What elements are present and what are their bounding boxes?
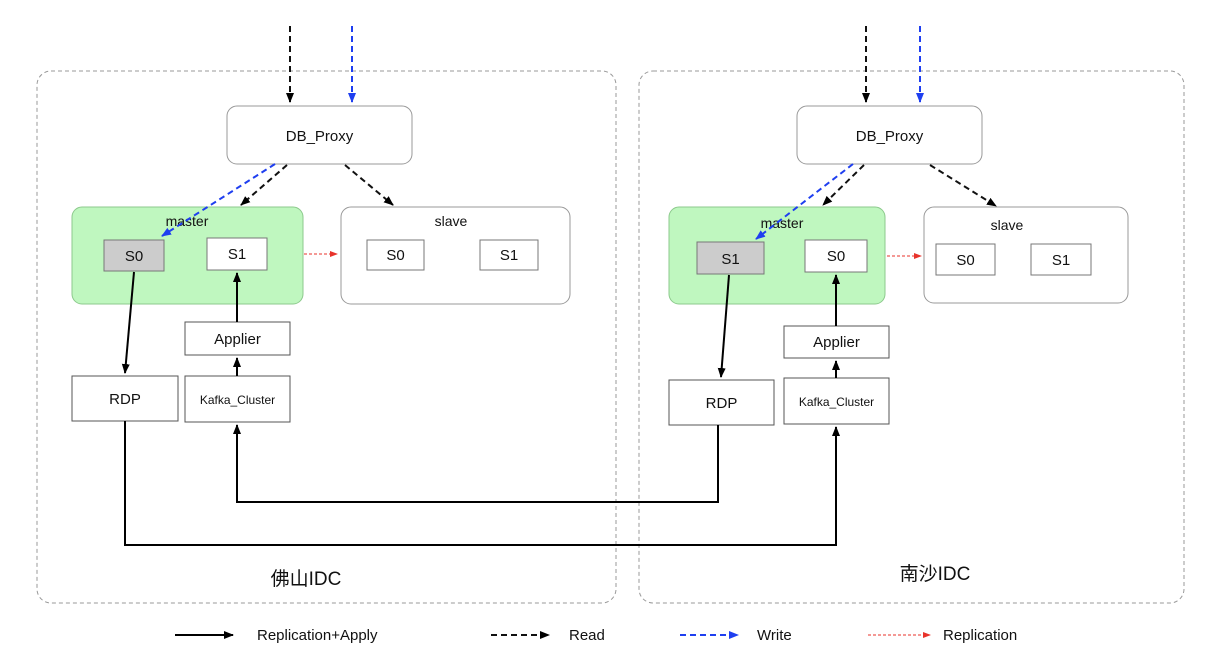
right-idc-container <box>638 70 1185 604</box>
legend-read-label: Read <box>569 627 605 644</box>
left-rdp-label: RDP <box>109 391 141 408</box>
right-slave-shard-s0 <box>935 243 996 276</box>
right-slave-label: slave <box>991 217 1024 233</box>
left-read-to-slave-arrow <box>344 164 394 206</box>
left-slave-shard-s1 <box>479 239 539 271</box>
left-master-to-rdp-arrow <box>121 271 135 374</box>
right-db-proxy-box <box>796 105 983 165</box>
left-db-proxy-box <box>226 105 413 165</box>
right-rdp-label: RDP <box>706 395 738 412</box>
right-master-shard-s0 <box>804 239 868 273</box>
right-read-to-slave-arrow <box>929 164 997 207</box>
left-slave-shard-s0-label: S0 <box>386 247 404 264</box>
left-slave-shard-s0 <box>366 239 425 271</box>
legend: Replication+Apply Read Write Replication <box>175 627 1017 644</box>
right-master-group <box>668 206 886 305</box>
legend-replication-apply-label: Replication+Apply <box>257 627 378 644</box>
left-master-shard-s0 <box>103 239 165 272</box>
right-applier-box <box>783 325 890 359</box>
right-write-to-master-arrow <box>755 163 854 240</box>
right-slave-group <box>923 206 1129 304</box>
legend-write-label: Write <box>757 627 792 644</box>
right-kafka-label: Kafka_Cluster <box>799 395 874 409</box>
left-write-to-master-arrow <box>161 163 276 237</box>
left-read-to-master-arrow <box>240 164 288 206</box>
left-idc-container <box>36 70 617 604</box>
right-master-shard-s1-label: S1 <box>721 251 739 268</box>
right-rdp-box <box>668 379 775 426</box>
left-slave-label: slave <box>435 213 468 229</box>
right-idc-name: 南沙IDC <box>900 563 971 585</box>
right-master-to-rdp-arrow <box>717 274 730 378</box>
right-slave-shard-s1-label: S1 <box>1052 252 1070 269</box>
left-master-shard-s1 <box>206 237 268 271</box>
right-applier-label: Applier <box>813 334 860 351</box>
left-slave-group <box>340 206 571 305</box>
left-master-shard-s1-label: S1 <box>228 246 246 263</box>
right-slave-shard-s1 <box>1030 243 1092 276</box>
right-db-proxy-label: DB_Proxy <box>856 128 924 145</box>
left-idc-name: 佛山IDC <box>271 568 342 590</box>
right-master-label: master <box>761 215 804 231</box>
left-applier-box <box>184 321 291 356</box>
right-rdp-to-left-kafka-arrow <box>233 424 719 503</box>
right-kafka-box <box>783 377 890 425</box>
left-master-group <box>71 206 304 305</box>
left-applier-label: Applier <box>214 331 261 348</box>
left-slave-shard-s1-label: S1 <box>500 247 518 264</box>
right-master-shard-s1 <box>696 241 765 275</box>
left-kafka-label: Kafka_Cluster <box>200 393 275 407</box>
left-rdp-box <box>71 375 179 422</box>
right-master-shard-s0-label: S0 <box>827 248 845 265</box>
left-db-proxy-label: DB_Proxy <box>286 128 354 145</box>
right-slave-shard-s0-label: S0 <box>956 252 974 269</box>
left-master-shard-s0-label: S0 <box>125 248 143 265</box>
left-rdp-to-right-kafka-arrow <box>124 421 840 546</box>
legend-replication-label: Replication <box>943 627 1017 644</box>
